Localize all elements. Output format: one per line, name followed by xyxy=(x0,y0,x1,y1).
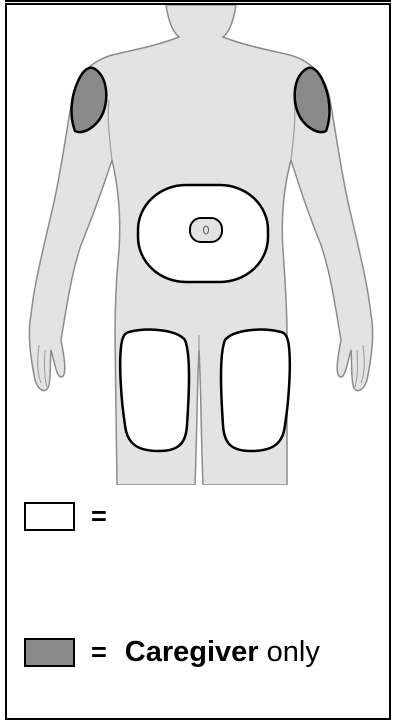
legend-gray-label: Caregiver only xyxy=(125,636,320,669)
zone-left-thigh xyxy=(120,330,189,451)
navel-exclusion-zone xyxy=(190,218,222,242)
zone-right-thigh xyxy=(221,330,290,451)
legend-gray-row: = Caregiver only xyxy=(24,636,320,669)
legend-white-equals: = xyxy=(91,501,107,532)
human-body-front-icon xyxy=(9,5,387,485)
top-rule xyxy=(5,0,391,2)
legend-gray-label-bold: Caregiver xyxy=(125,636,259,668)
legend-white-row: = xyxy=(24,501,125,532)
legend-gray-swatch xyxy=(24,638,75,667)
legend-white-swatch xyxy=(24,502,75,531)
legend-gray-label-rest: only xyxy=(259,636,320,668)
legend-gray-equals: = xyxy=(91,637,107,668)
